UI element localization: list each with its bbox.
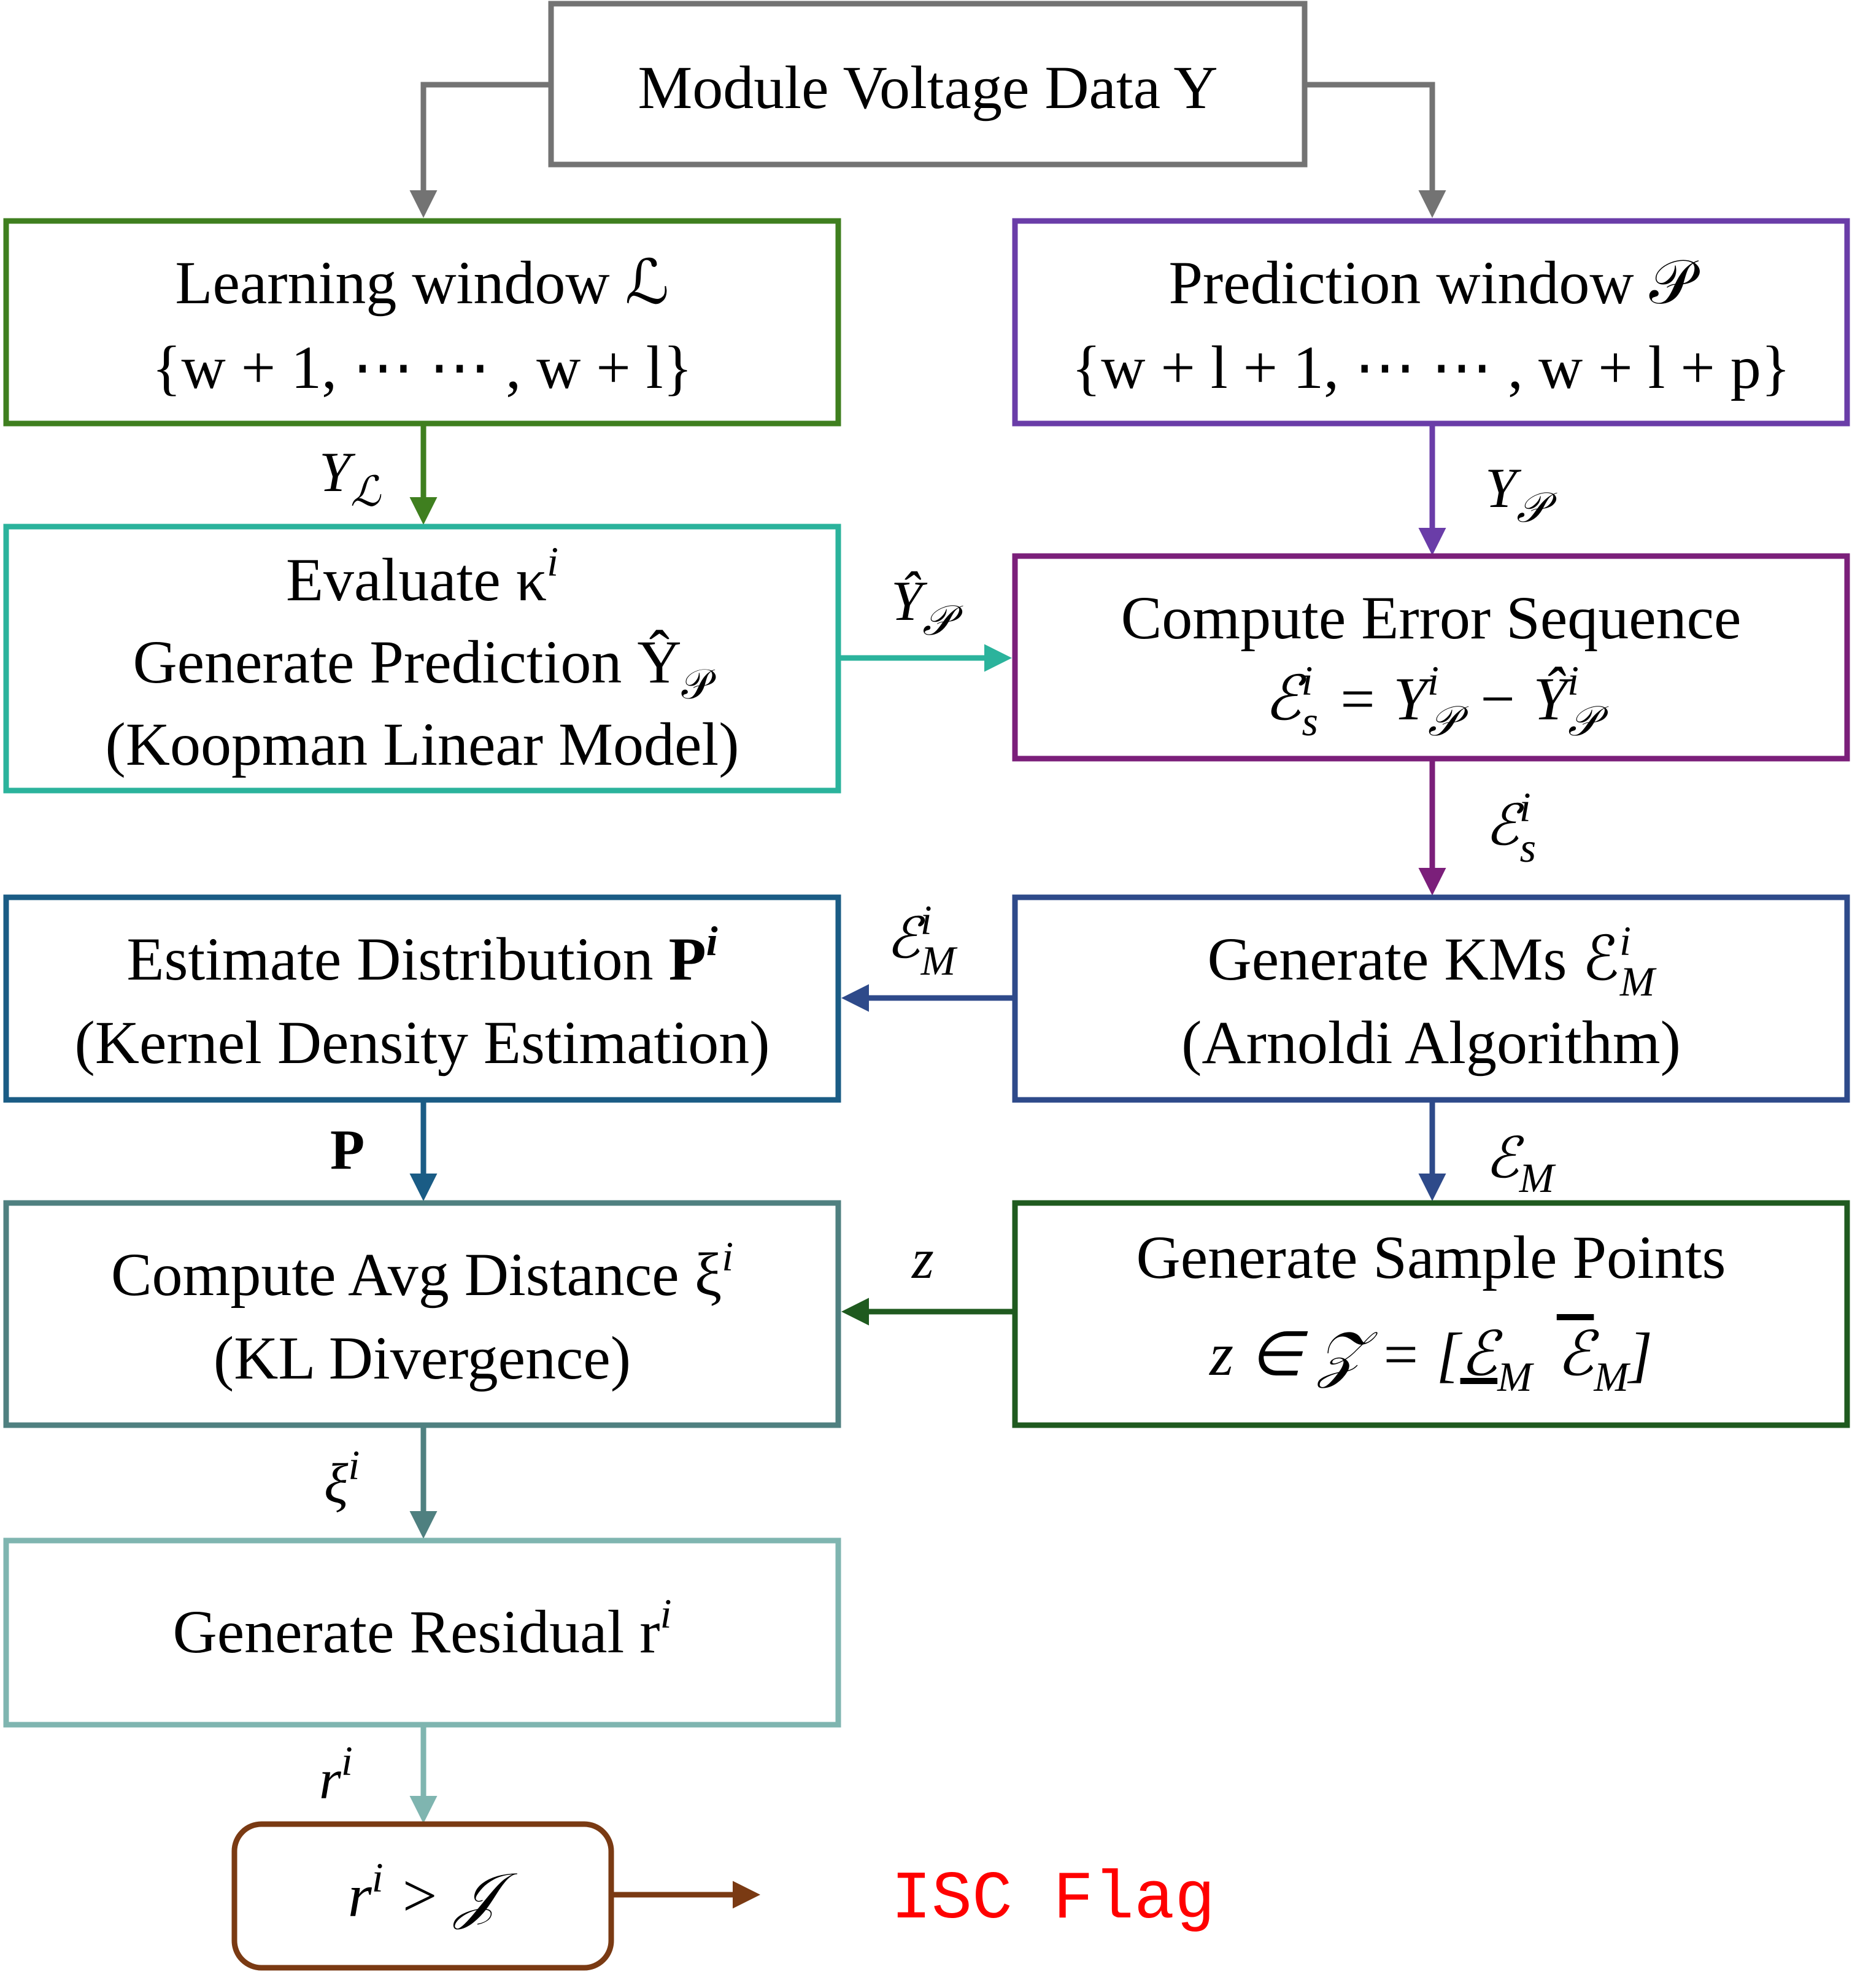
edge-label-y-l: Yℒ [319, 441, 382, 515]
node-learning-window-title: Learning window ℒ [175, 249, 669, 317]
node-avg-distance-box [3, 1200, 841, 1428]
node-error-sequence-box [1012, 553, 1850, 762]
node-estimate-distribution-subtitle: (Kernel Density Estimation) [74, 1008, 770, 1077]
edge-top-to-prediction [1305, 82, 1446, 218]
node-learning-window: Learning window ℒ {w + 1, ⋯ ⋯ , w + l} [3, 218, 841, 427]
edge-label-yhat-p: Ŷ𝒫 [891, 570, 963, 644]
node-estimate-distribution-box [3, 894, 841, 1103]
edge-label-xi: ξi [324, 1442, 360, 1515]
node-evaluate-line2: Generate Prediction Ŷ𝒫 [133, 628, 716, 708]
node-prediction-window-title: Prediction window 𝒫 [1168, 249, 1700, 317]
node-generate-kms-box [1012, 894, 1850, 1103]
node-residual: Generate Residual ri [3, 1537, 841, 1728]
edge-top-to-learning [409, 82, 551, 218]
node-prediction-window: Prediction window 𝒫 {w + l + 1, ⋯ ⋯ , w … [1012, 218, 1850, 427]
node-threshold-box [231, 1821, 614, 1971]
node-estimate-distribution: Estimate Distribution Pi (Kernel Density… [3, 894, 841, 1103]
edge-label-p: P [330, 1118, 365, 1181]
node-generate-kms-subtitle: (Arnoldi Algorithm) [1181, 1008, 1681, 1077]
node-module-voltage-label: Module Voltage Data Y [638, 53, 1217, 122]
connectors [409, 82, 1446, 1909]
node-avg-distance-subtitle: (KL Divergence) [214, 1324, 631, 1392]
node-evaluate-line3: (Koopman Linear Model) [105, 710, 739, 778]
node-threshold: ri > 𝒥 [231, 1821, 614, 1971]
node-error-sequence-title: Compute Error Sequence [1121, 584, 1742, 652]
node-module-voltage: Module Voltage Data Y [548, 1, 1308, 168]
edge-label-r: ri [319, 1738, 353, 1811]
node-learning-window-box [3, 218, 841, 427]
node-module-voltage-box [548, 1, 1308, 168]
node-prediction-window-range: {w + l + 1, ⋯ ⋯ , w + l + p} [1071, 333, 1791, 401]
edge-label-eps-m: ℰM [1485, 1127, 1556, 1201]
node-evaluate-line1: Evaluate κi [286, 538, 558, 614]
node-prediction-window-box [1012, 218, 1850, 427]
isc-flag-output: ISC Flag [891, 1862, 1215, 1938]
node-threshold-label: ri > 𝒥 [348, 1854, 517, 1930]
node-evaluate-box [3, 524, 841, 794]
node-evaluate: Evaluate κi Generate Prediction Ŷ𝒫 (Koop… [3, 524, 841, 794]
edge-label-z: z [911, 1228, 934, 1290]
node-learning-window-range: {w + 1, ⋯ ⋯ , w + l} [152, 333, 692, 401]
node-avg-distance: Compute Avg Distance ξi (KL Divergence) [3, 1200, 841, 1428]
node-residual-box [3, 1537, 841, 1728]
node-sample-points-title: Generate Sample Points [1136, 1223, 1726, 1291]
node-residual-label: Generate Residual ri [173, 1590, 672, 1666]
edge-label-y-p: Y𝒫 [1485, 457, 1557, 531]
node-estimate-distribution-title: Estimate Distribution Pi [126, 918, 717, 993]
node-sample-points-box [1012, 1200, 1850, 1428]
node-avg-distance-title: Compute Avg Distance ξi [111, 1233, 733, 1309]
